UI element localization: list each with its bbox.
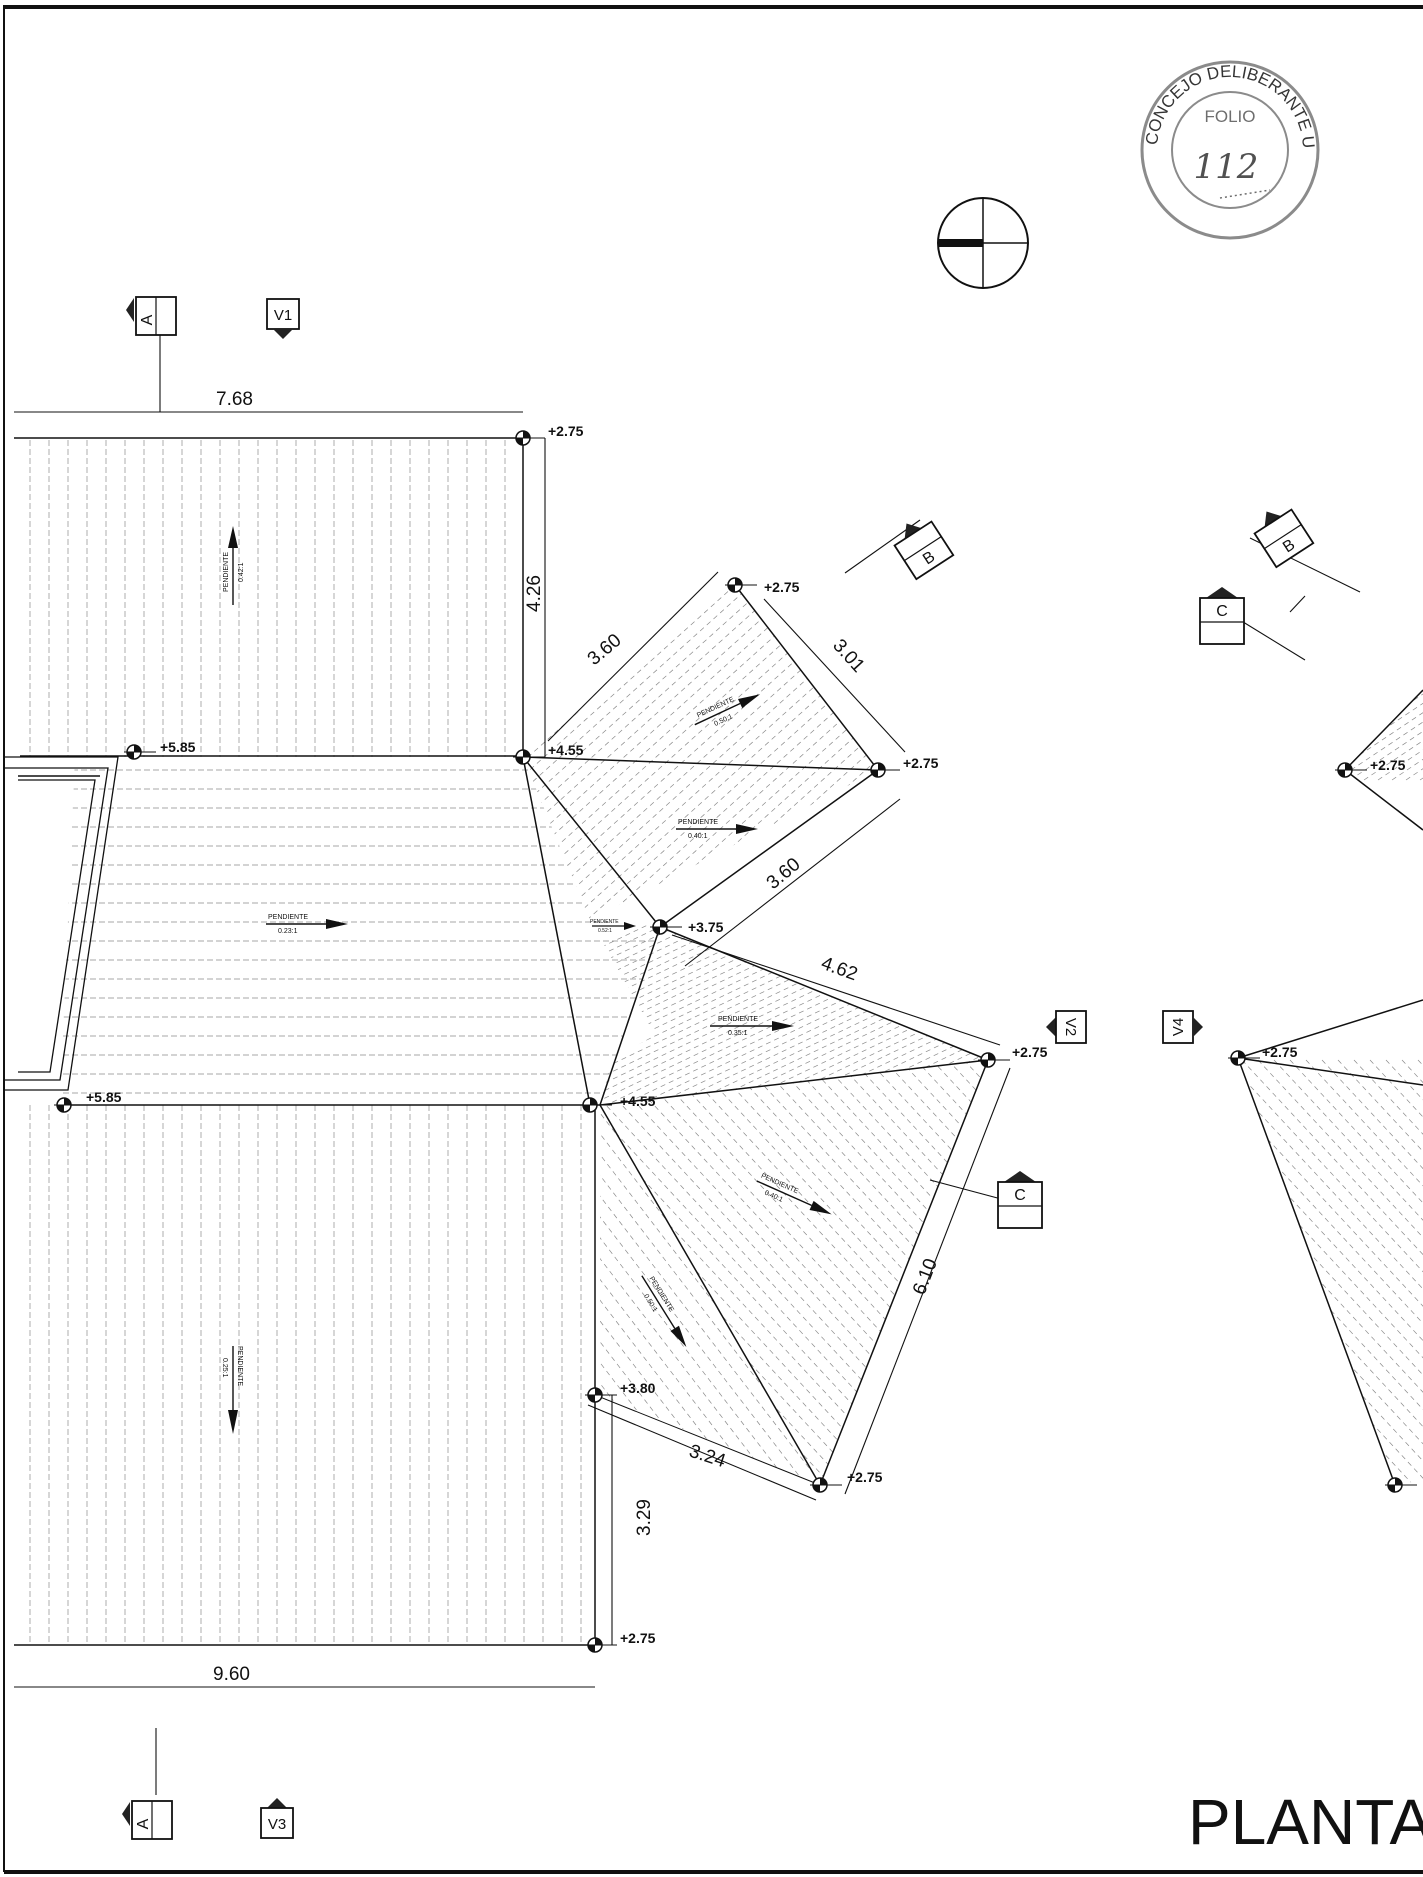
section-marker-b-right: B bbox=[1253, 508, 1315, 569]
level-right-mid: +2.75 bbox=[1012, 1044, 1048, 1060]
slope-lower-center: PENDIENTE 0.50:1 bbox=[641, 1275, 687, 1348]
level-marker-point bbox=[580, 1097, 612, 1113]
dim-lower-height: 3.29 bbox=[634, 1499, 655, 1536]
slope-bottom-left: PENDIENTE 0.25:1 bbox=[221, 1346, 243, 1434]
level-far-right-upper: +2.75 bbox=[1370, 757, 1406, 773]
level-marker-point bbox=[585, 1637, 617, 1653]
dim-bottom-width: 9.60 bbox=[213, 1664, 250, 1685]
dim-upper-diag-a: 3.60 bbox=[584, 630, 626, 670]
level-bottom: +2.75 bbox=[620, 1630, 656, 1646]
level-top-left-corner: +2.75 bbox=[548, 423, 584, 439]
level-labels: +2.75 +4.55 +5.85 +5.85 +2.75 +2.75 +3.7… bbox=[86, 423, 1406, 1646]
stamp-number: 112 bbox=[1194, 147, 1259, 187]
level-marker-point bbox=[650, 919, 682, 935]
hatch-clipG bbox=[29, 1105, 582, 1645]
slope-upper-tri: PENDIENTE 0.50:1 bbox=[694, 694, 761, 728]
level-left-upper: +5.85 bbox=[160, 739, 196, 755]
svg-text:C: C bbox=[1216, 603, 1228, 620]
dim-upper-diag-b: 3.01 bbox=[828, 635, 868, 677]
svg-text:A: A bbox=[139, 314, 156, 325]
sheet-frame bbox=[3, 5, 1423, 1874]
slope-small: PENDIENTE 0.52:1 bbox=[590, 919, 636, 934]
folio-stamp: CONCEJO DELIBERANTE USHUAIA FOLIO 112 bbox=[1140, 60, 1320, 240]
view-marker-v4: V4 bbox=[1162, 1010, 1203, 1044]
level-marker-point bbox=[725, 577, 757, 593]
svg-text:0.52:1: 0.52:1 bbox=[598, 928, 612, 934]
north-symbol bbox=[937, 197, 1029, 289]
svg-text:PENDIENTE: PENDIENTE bbox=[268, 914, 308, 921]
svg-text:V3: V3 bbox=[268, 1816, 286, 1833]
level-marker-point bbox=[513, 430, 545, 446]
svg-text:0.50:1: 0.50:1 bbox=[642, 1293, 658, 1313]
slope-top-left: PENDIENTE 0.42:1 bbox=[223, 526, 245, 605]
dim-mid-diag: 3.60 bbox=[763, 854, 805, 894]
roof-outline bbox=[4, 437, 1423, 1646]
slope-right-lower: PENDIENTE 0.40:1 bbox=[756, 1173, 832, 1215]
level-marker-point bbox=[868, 762, 900, 778]
slope-indicators: PENDIENTE 0.42:1 PENDIENTE 0.50:1 PENDIE… bbox=[221, 526, 832, 1434]
hatch-clipF bbox=[600, 1105, 820, 1485]
dim-right-edge: 6.10 bbox=[909, 1256, 942, 1298]
svg-text:V1: V1 bbox=[274, 307, 292, 324]
dim-top-width: 7.68 bbox=[216, 389, 253, 410]
level-left-lower: +5.85 bbox=[86, 1089, 122, 1105]
section-marker-a-bottom: A bbox=[122, 1800, 173, 1840]
stamp-label: FOLIO bbox=[1204, 107, 1255, 126]
section-marker-a-top: A bbox=[126, 296, 177, 336]
svg-text:0.35:1: 0.35:1 bbox=[728, 1030, 748, 1037]
slope-lower-tri: PENDIENTE 0.35:1 bbox=[710, 1016, 794, 1037]
svg-text:V2: V2 bbox=[1062, 1018, 1079, 1036]
svg-text:PENDIENTE: PENDIENTE bbox=[223, 552, 230, 592]
level-center: +3.75 bbox=[688, 919, 724, 935]
svg-text:0.40:1: 0.40:1 bbox=[688, 833, 708, 840]
hatch-clipC bbox=[60, 769, 660, 1094]
level-marker-point bbox=[1228, 1050, 1260, 1066]
hatch-clipE bbox=[600, 1060, 988, 1485]
level-marker-point bbox=[513, 749, 545, 765]
level-marker-point bbox=[1385, 1477, 1417, 1493]
slope-middle: PENDIENTE 0.40:1 bbox=[676, 819, 758, 840]
section-marker-c-bottom: C bbox=[997, 1171, 1043, 1229]
svg-text:PENDIENTE: PENDIENTE bbox=[678, 819, 718, 826]
svg-text:0.25:1: 0.25:1 bbox=[221, 1358, 228, 1378]
dimension-lines bbox=[14, 318, 1361, 1795]
svg-text:0.42:1: 0.42:1 bbox=[238, 562, 245, 582]
dim-mid-edge: 4.62 bbox=[818, 953, 860, 985]
level-right-upper: +2.75 bbox=[903, 755, 939, 771]
level-marker-point bbox=[810, 1477, 842, 1493]
level-upper-tip: +2.75 bbox=[764, 579, 800, 595]
level-marker-point bbox=[1335, 762, 1367, 778]
level-far-right-mid: +2.75 bbox=[1262, 1044, 1298, 1060]
hatch-clipA bbox=[29, 440, 506, 757]
hatch-clipD bbox=[590, 920, 988, 1105]
section-marker-b-left: B bbox=[893, 520, 955, 581]
level-lower-ridge: +4.55 bbox=[620, 1093, 656, 1109]
view-marker-v2: V2 bbox=[1046, 1010, 1087, 1044]
svg-text:V4: V4 bbox=[1170, 1018, 1187, 1036]
level-marker-point bbox=[54, 1097, 86, 1113]
svg-text:0.50:1: 0.50:1 bbox=[713, 713, 734, 728]
svg-text:PENDIENTE: PENDIENTE bbox=[236, 1346, 243, 1386]
level-marker-point bbox=[978, 1052, 1010, 1068]
drawing-title: PLANTA D bbox=[1188, 1786, 1423, 1858]
dim-upper-height: 4.26 bbox=[524, 575, 545, 612]
svg-text:0.23:1: 0.23:1 bbox=[278, 928, 298, 935]
svg-text:C: C bbox=[1014, 1187, 1026, 1204]
svg-text:PENDIENTE: PENDIENTE bbox=[718, 1016, 758, 1023]
view-marker-v3: V3 bbox=[260, 1798, 294, 1839]
view-marker-v1: V1 bbox=[266, 298, 300, 339]
level-marker-point bbox=[585, 1387, 617, 1403]
hatch-clipH bbox=[1238, 1059, 1423, 1485]
svg-text:PENDIENTE: PENDIENTE bbox=[590, 919, 619, 925]
section-marker-c-top: C bbox=[1199, 587, 1245, 645]
level-lower-tip: +2.75 bbox=[847, 1469, 883, 1485]
level-upper-ridge: +4.55 bbox=[548, 742, 584, 758]
level-lower-left: +3.80 bbox=[620, 1380, 656, 1396]
level-marker-point bbox=[124, 744, 156, 760]
slope-left-main: PENDIENTE 0.23:1 bbox=[266, 914, 348, 935]
level-markers bbox=[54, 430, 1417, 1653]
svg-text:A: A bbox=[135, 1818, 152, 1829]
